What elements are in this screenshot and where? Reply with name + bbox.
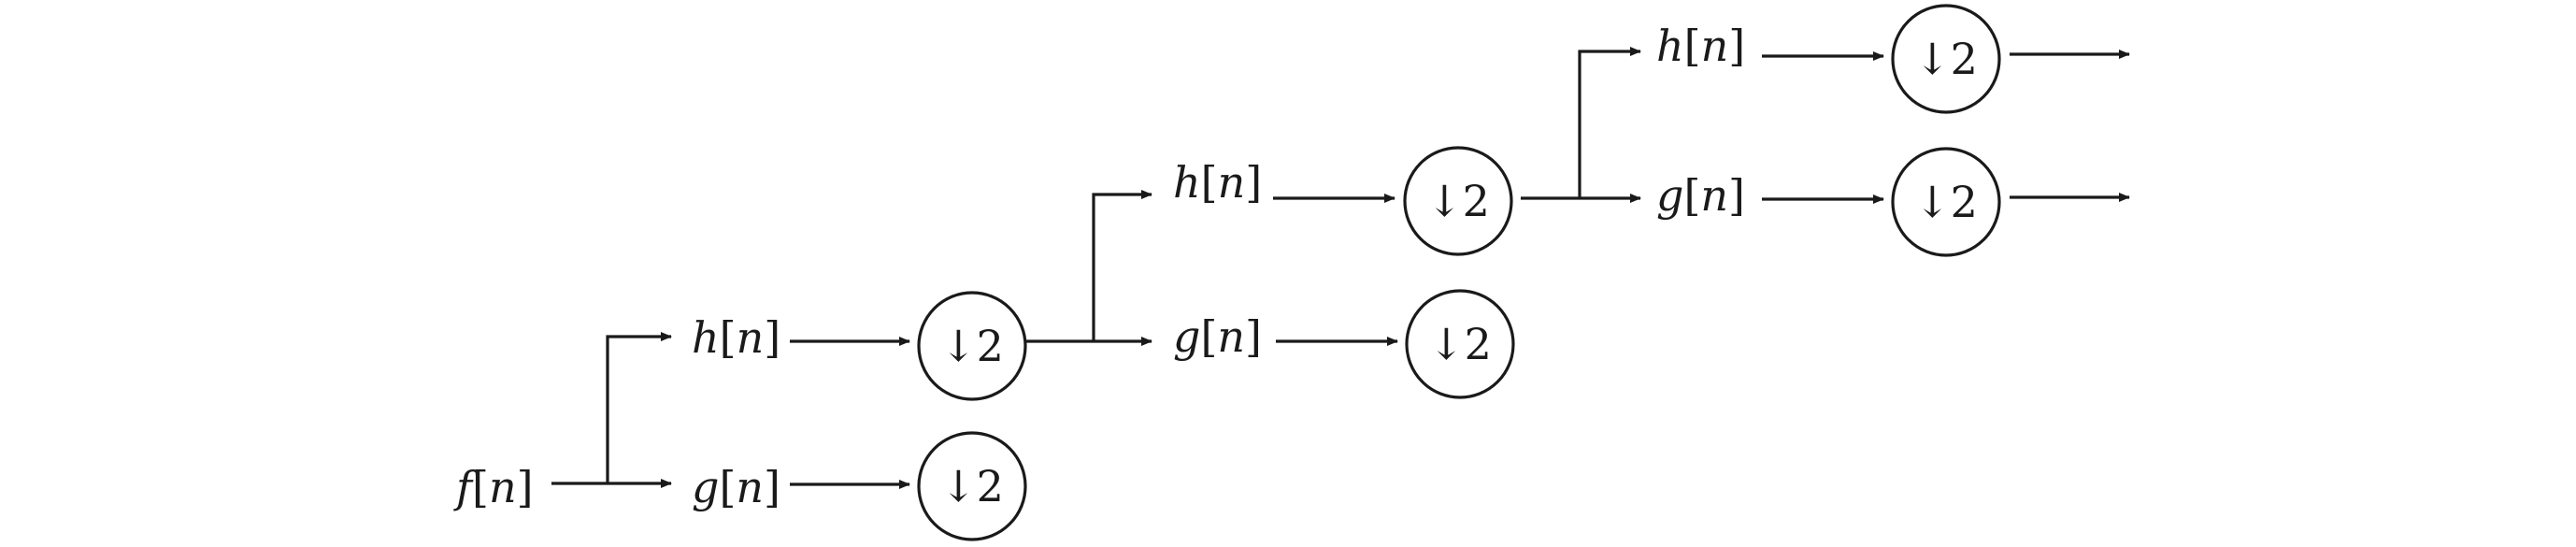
- downsampler-label-g3: ↓2: [1914, 177, 1978, 227]
- downsampler-node-g2: [1405, 289, 1515, 399]
- filter-label-h1: h[n]: [692, 312, 780, 363]
- split-wire-h3: [1578, 47, 1641, 198]
- downsampler-node-h2: [1403, 146, 1513, 256]
- filter-label-h3: h[n]: [1656, 21, 1745, 71]
- split-wire-h2: [1092, 190, 1152, 341]
- downsampler-label-h2: ↓2: [1426, 176, 1490, 226]
- downsampler-node-g1: [917, 431, 1027, 541]
- filter-label-h2: h[n]: [1173, 157, 1262, 208]
- downsampler-node-h1: [917, 291, 1027, 401]
- downsampler-node-h3: [1891, 4, 2001, 114]
- downsampler-label-g2: ↓2: [1428, 319, 1492, 369]
- filter-label-g1: g[n]: [692, 462, 780, 512]
- input-signal-label: f[n]: [453, 462, 534, 512]
- filter-label-g3: g[n]: [1656, 170, 1745, 221]
- downsampler-label-g1: ↓2: [940, 461, 1004, 511]
- downsampler-label-h3: ↓2: [1914, 34, 1978, 84]
- downsampler-label-h1: ↓2: [940, 321, 1004, 371]
- downsampler-node-g3: [1891, 147, 2001, 257]
- split-wire-h1: [606, 332, 672, 483]
- filter-label-g2: g[n]: [1173, 311, 1262, 362]
